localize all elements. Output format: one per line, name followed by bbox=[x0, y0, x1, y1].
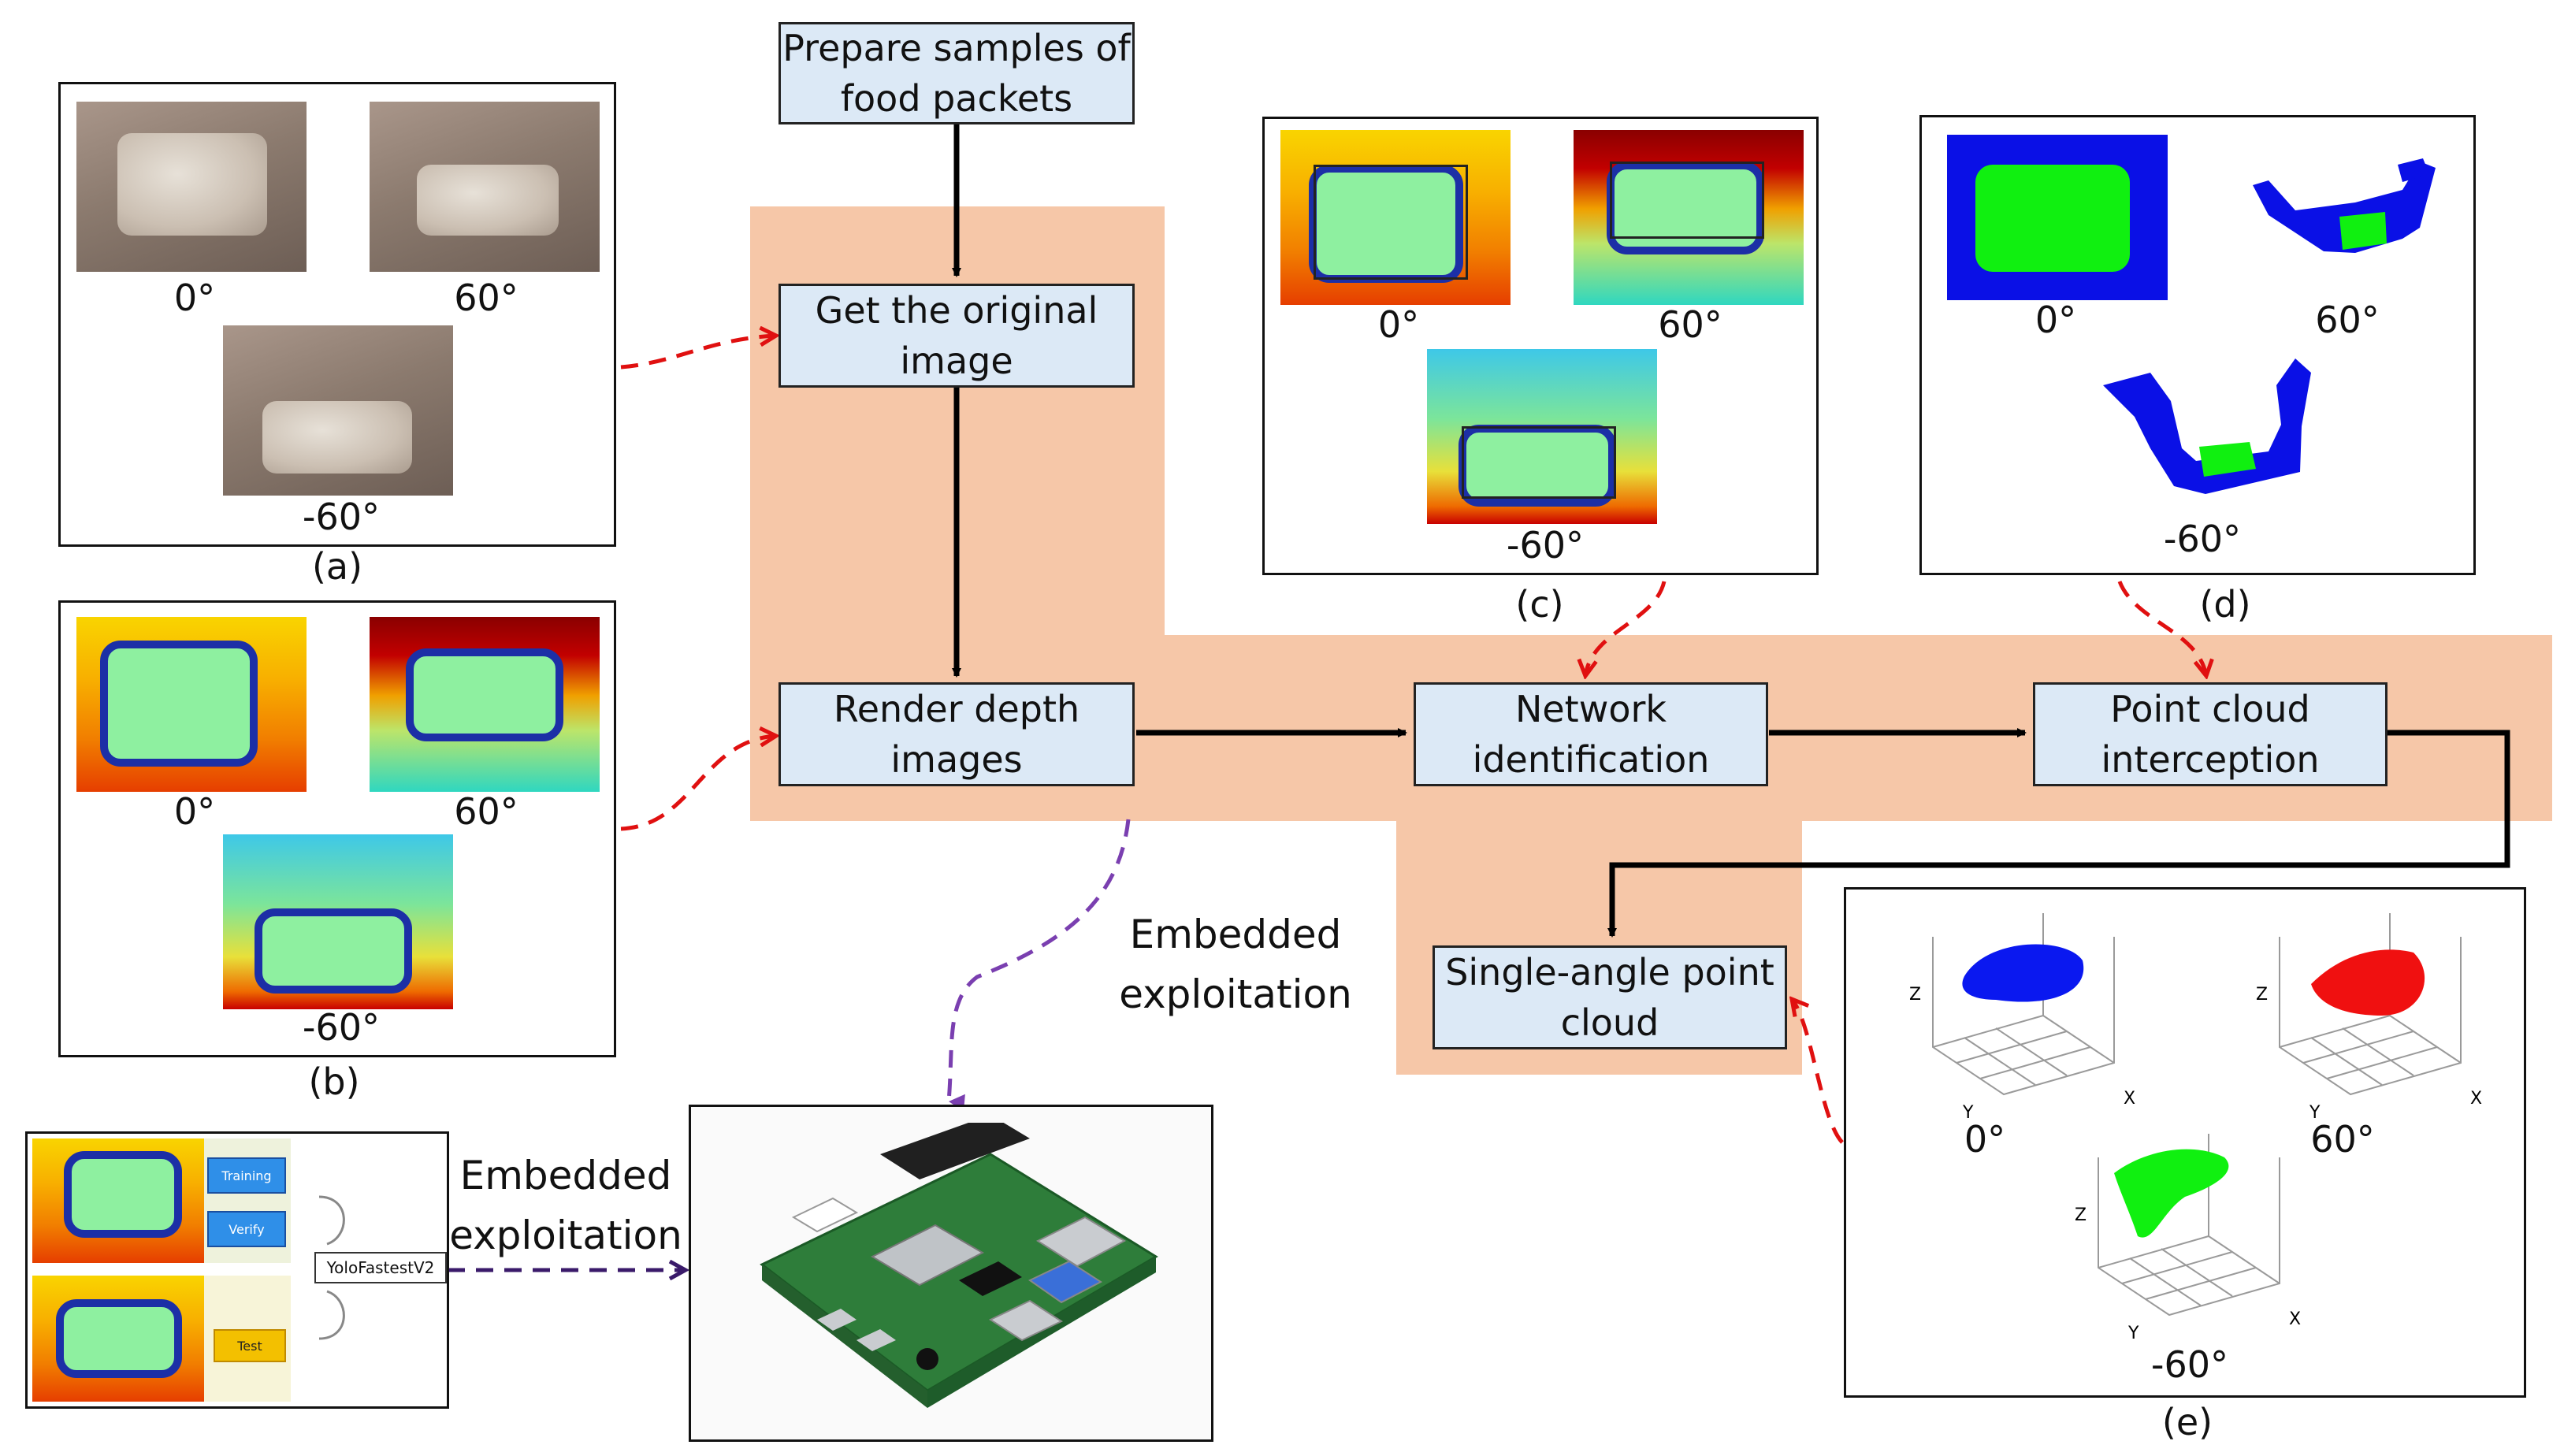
plot3d-minus60deg: Z Y X bbox=[2075, 1134, 2301, 1343]
arrow-pointcloud-single bbox=[1607, 730, 2510, 938]
packet-depth bbox=[255, 908, 412, 994]
angle-label: 0° bbox=[1964, 1118, 2006, 1161]
packet-shape bbox=[117, 133, 267, 236]
packet-depth bbox=[406, 648, 563, 741]
angle-label: -60° bbox=[1506, 524, 1585, 566]
bounding-box bbox=[1462, 426, 1616, 499]
photo-0deg bbox=[76, 102, 307, 272]
test-depth-image bbox=[32, 1276, 204, 1402]
detection-60deg bbox=[1574, 130, 1804, 305]
angle-label: 60° bbox=[454, 277, 518, 319]
packet-depth bbox=[100, 641, 258, 767]
depth-0deg bbox=[76, 617, 307, 792]
highlight-shape bbox=[750, 206, 2552, 1075]
angle-label: -60° bbox=[2163, 518, 2242, 560]
angle-label: 60° bbox=[1658, 303, 1722, 346]
photo-minus60deg bbox=[223, 325, 453, 496]
angle-label: 0° bbox=[173, 790, 216, 833]
node-get-original-image: Get the original image bbox=[778, 284, 1135, 388]
packet-depth bbox=[64, 1151, 182, 1238]
training-panel: Training Verify Test YoloFastestV2 bbox=[25, 1131, 449, 1409]
depth-60deg bbox=[370, 617, 600, 792]
caption-c: (c) bbox=[1515, 583, 1564, 626]
panel-a: 0° 60° -60° bbox=[58, 82, 616, 547]
dashed-render-to-board bbox=[946, 819, 1131, 1112]
axis-y: Y bbox=[1962, 1103, 1974, 1123]
dashed-e-to-single bbox=[1792, 999, 1844, 1144]
packet-region bbox=[1975, 165, 2130, 272]
node-point-cloud-interception: Point cloud interception bbox=[2033, 682, 2387, 786]
plot3d-0deg: Z Y X bbox=[1909, 913, 2135, 1123]
interception-0deg bbox=[1947, 135, 2168, 300]
label-embedded-exploitation-left: Embedded exploitation bbox=[449, 1153, 682, 1258]
caption-d: (d) bbox=[2199, 583, 2251, 626]
interception-minus60deg bbox=[2103, 358, 2311, 494]
angle-label: 60° bbox=[2310, 1118, 2375, 1161]
dashed-b-to-render bbox=[620, 736, 776, 831]
axis-y: Y bbox=[2127, 1324, 2139, 1343]
node-network-identification: Network identification bbox=[1414, 682, 1768, 786]
node-single-angle-point-cloud: Single-angle point cloud bbox=[1432, 945, 1787, 1049]
train-depth-image bbox=[32, 1138, 204, 1263]
axis-z: Z bbox=[2075, 1205, 2087, 1225]
axis-x: X bbox=[2124, 1089, 2135, 1109]
angle-label: 0° bbox=[1377, 303, 1420, 346]
label-embedded-exploitation-mid: Embedded exploitation bbox=[1119, 912, 1352, 1017]
axis-x: X bbox=[2470, 1089, 2482, 1109]
interception-60deg bbox=[2253, 158, 2436, 253]
training-button: Training bbox=[207, 1157, 286, 1194]
test-button: Test bbox=[214, 1329, 286, 1362]
angle-label: 0° bbox=[173, 277, 216, 319]
verify-button: Verify bbox=[207, 1211, 286, 1247]
packet-shape bbox=[417, 165, 559, 236]
packet-shape bbox=[262, 401, 412, 474]
angle-label: -60° bbox=[302, 496, 381, 538]
embedded-board-panel bbox=[689, 1105, 1213, 1442]
angle-label: -60° bbox=[302, 1006, 381, 1049]
node-prepare-samples: Prepare samples of food packets bbox=[778, 22, 1135, 124]
caption-a: (a) bbox=[311, 545, 363, 588]
packet-depth bbox=[1607, 162, 1764, 254]
raspberry-pi-board bbox=[760, 1123, 1158, 1408]
node-render-depth-images: Render depth images bbox=[778, 682, 1135, 786]
plot3d-60deg: Z Y X bbox=[2256, 913, 2482, 1123]
angle-label: 0° bbox=[2034, 299, 2077, 341]
detection-minus60deg bbox=[1427, 349, 1657, 524]
dashed-a-to-original bbox=[620, 336, 776, 370]
bounding-box bbox=[1314, 165, 1468, 280]
caption-e: (e) bbox=[2161, 1401, 2213, 1443]
angle-label: 60° bbox=[454, 790, 518, 833]
angle-label: 60° bbox=[2315, 299, 2380, 341]
bounding-box bbox=[1610, 162, 1764, 239]
detection-0deg bbox=[1280, 130, 1511, 305]
axis-z: Z bbox=[2256, 985, 2268, 1005]
photo-60deg bbox=[370, 102, 600, 272]
packet-depth bbox=[56, 1299, 182, 1378]
depth-minus60deg bbox=[223, 834, 453, 1009]
caption-b: (b) bbox=[308, 1060, 360, 1103]
panel-b: 0° 60° -60° bbox=[58, 600, 616, 1057]
cycle-arrows bbox=[318, 1195, 345, 1340]
axis-z: Z bbox=[1909, 985, 1921, 1005]
panel-c: 0° 60° -60° bbox=[1262, 117, 1819, 575]
dashed-d-to-pointcloud bbox=[2117, 581, 2206, 676]
dashed-c-to-network bbox=[1585, 581, 1667, 676]
model-label: YoloFastestV2 bbox=[314, 1252, 447, 1283]
axis-x: X bbox=[2289, 1309, 2301, 1329]
axis-y: Y bbox=[2309, 1103, 2321, 1123]
panel-d: 0° 60° -60° bbox=[1919, 115, 2476, 575]
panel-e: Z Y X Z Y X Z Y X 0° 60° -60° bbox=[1844, 887, 2526, 1398]
angle-label: -60° bbox=[2150, 1343, 2229, 1386]
